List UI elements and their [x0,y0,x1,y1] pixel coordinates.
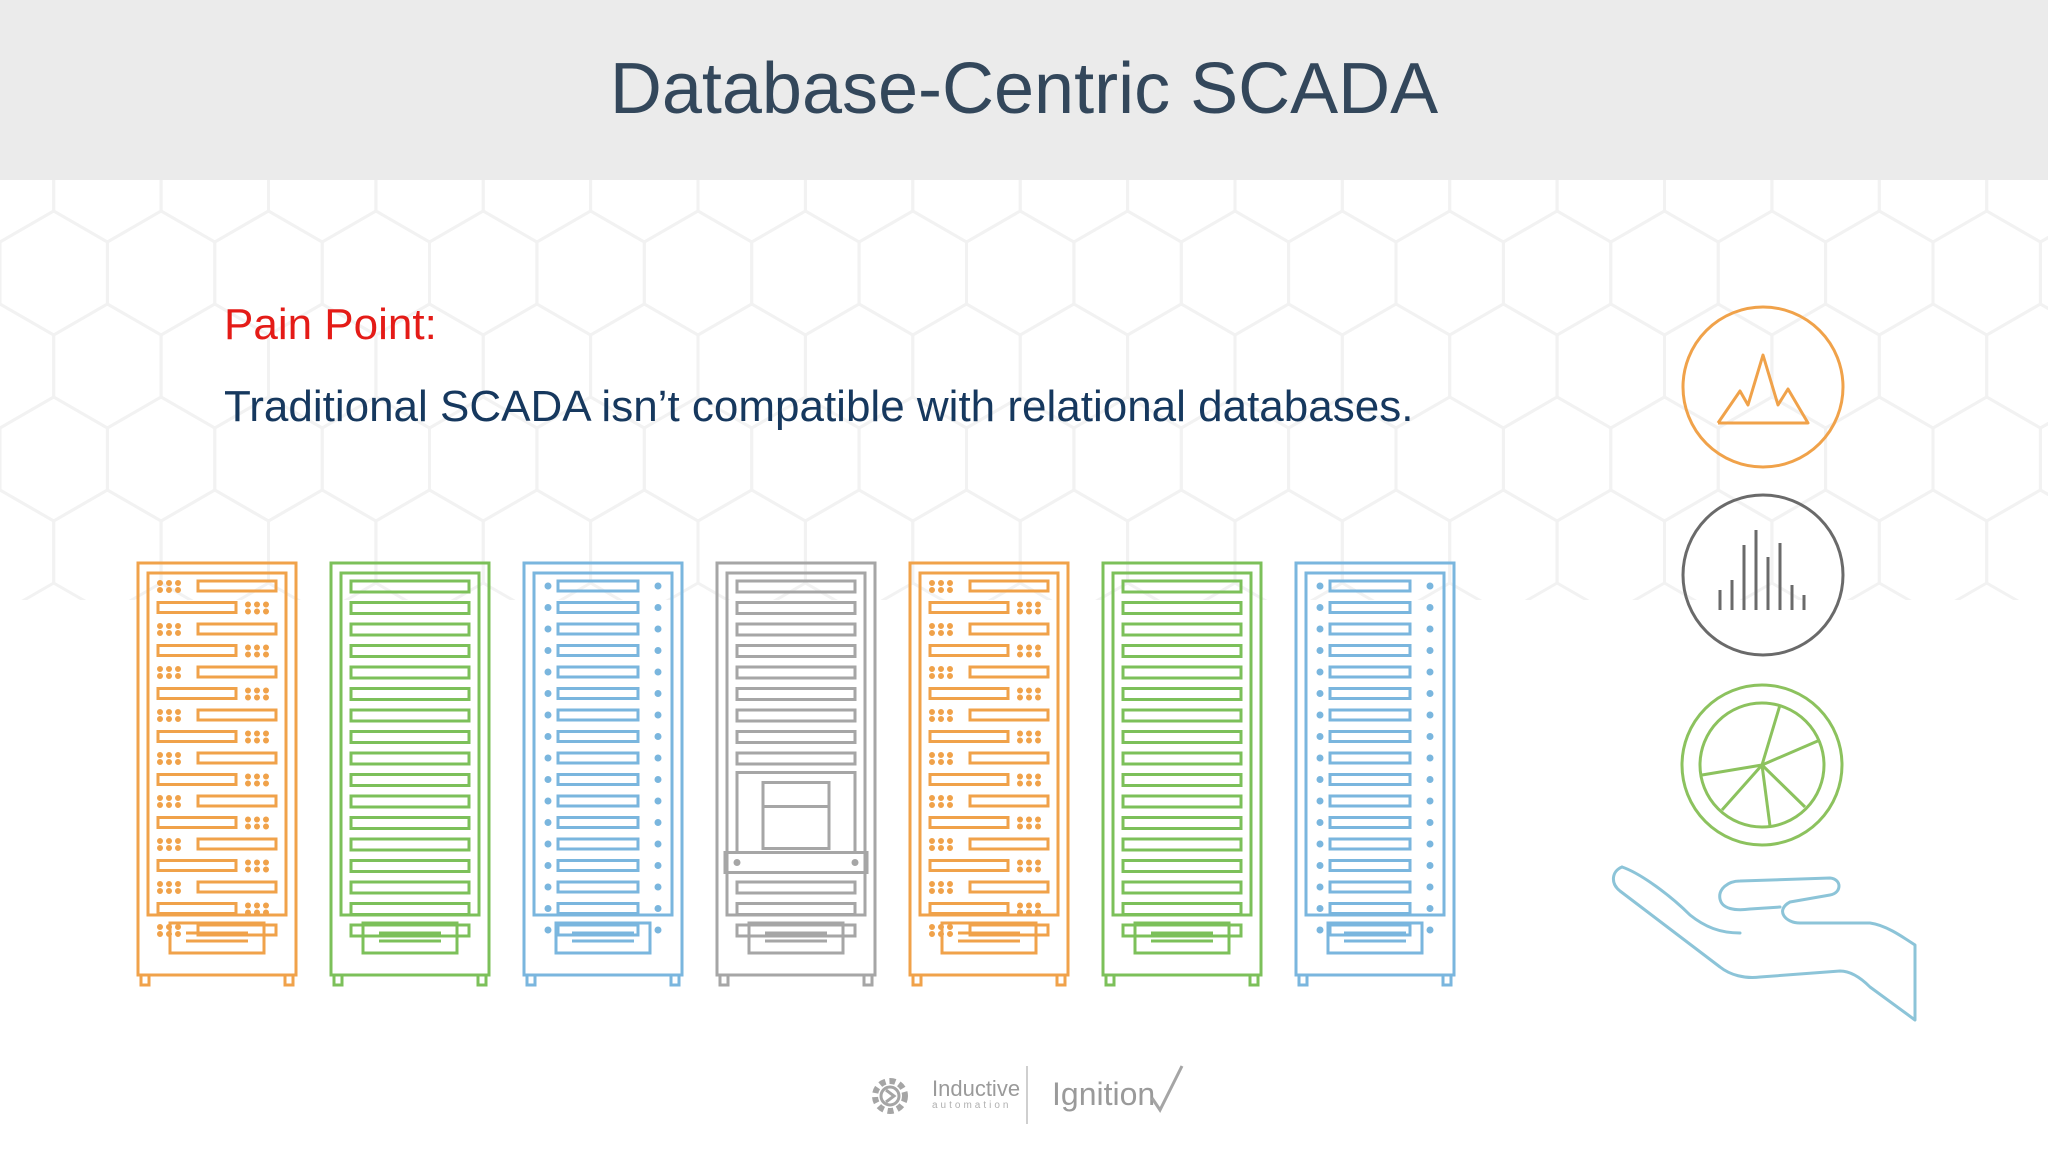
hexagon-shape [1663,180,1774,244]
logo-divider [1026,1066,1028,1124]
inductive-automation-logo-text: Inductive [932,1076,1021,1101]
server-rack-5 [908,561,1070,987]
bar-chart-icon [1681,493,1845,657]
hexagon-shape [535,209,646,337]
title-bar: Database-Centric SCADA [0,0,2048,180]
hexagon-shape [52,180,163,244]
hexagon-shape [1448,180,1559,244]
footer-logos: Inductive automation Ignition [860,1060,1200,1130]
hexagon-shape [374,180,485,244]
server-rack-4 [715,561,877,987]
ignition-logo-text: Ignition [1052,1076,1156,1112]
hexagon-shape [2038,421,2048,497]
pain-point-text: Traditional SCADA isn’t compatible with … [224,382,1414,431]
hexagon-shape [965,209,1076,337]
hexagon-shape [1394,209,1505,337]
hexagon-shape [1931,395,2042,523]
hexagon-shape [1018,180,1130,244]
hexagon-shape [2038,235,2048,311]
hexagon-shape [0,395,109,523]
hexagon-shape [1501,395,1613,523]
hexagon-shape [105,209,217,337]
hexagon-shape [1233,180,1344,244]
pain-point-label: Pain Point: [224,300,437,349]
gear-logo-icon [872,1078,908,1114]
hexagon-shape [1877,180,1989,244]
hexagon-shape [159,180,270,244]
server-rack-3 [522,561,684,987]
hexagon-shape [105,395,217,523]
pie-chart-icon [1680,683,1844,847]
hexagon-shape [1340,180,1452,244]
hexagon-shape [911,180,1022,244]
hexagon-shape [1770,180,1881,244]
server-rack-1 [136,561,298,987]
analytics-icons-illustration [1612,305,1917,1022]
checkmark-logo-icon [1150,1065,1184,1113]
hexagon-shape [1555,180,1666,244]
hexagon-shape [0,302,56,430]
hexagon-shape [0,180,56,244]
hexagon-shape [1985,180,2048,244]
hexagon-shape [750,209,861,337]
hexagon-shape [857,209,968,337]
hexagon-shape [1931,209,2042,337]
server-rack-7 [1294,561,1456,987]
hexagon-shape [267,180,378,244]
server-rack-6 [1101,561,1263,987]
hexagon-shape [0,488,56,600]
server-racks-illustration [136,561,1456,987]
hexagon-shape [1126,180,1237,244]
hexagon-shape [696,180,807,244]
hexagon-shape [1287,209,1398,337]
hexagon-shape [0,209,109,337]
open-hand-icon [1612,865,1917,1022]
hexagon-shape [428,209,539,337]
hexagon-shape [642,209,754,337]
hexagon-shape [589,180,700,244]
hexagon-background-pattern [0,180,2048,600]
hexagon-shape [481,180,593,244]
server-rack-2 [329,561,491,987]
hexagon-shape [1072,209,1183,337]
hexagon-shape [1501,209,1613,337]
inductive-automation-logo-subtext: automation [932,1100,1012,1111]
hexagon-shape [52,302,163,430]
hexagon-shape [803,180,915,244]
hexagon-shape [1985,302,2048,430]
hexagon-shape [1985,488,2048,600]
hexagon-shape [1448,302,1559,430]
slide-title: Database-Centric SCADA [609,49,1439,129]
mountain-chart-icon [1681,305,1845,469]
hexagon-shape [1179,209,1291,337]
